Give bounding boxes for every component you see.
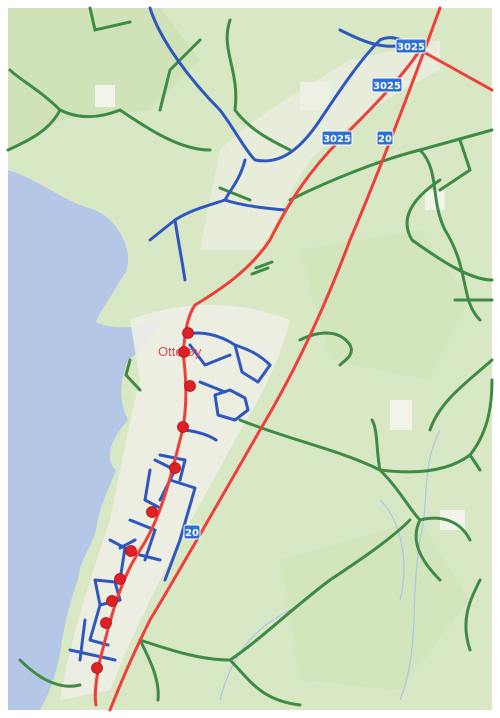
route-shield-label: 3025 xyxy=(397,42,425,53)
route-shield-label: 20 xyxy=(378,134,392,145)
stop-marker[interactable] xyxy=(91,662,103,674)
trail xyxy=(238,378,494,474)
stream xyxy=(399,429,441,701)
land-patch xyxy=(280,520,470,690)
stop-marker[interactable] xyxy=(178,346,190,358)
main-road-east xyxy=(418,48,494,92)
stream xyxy=(379,499,405,601)
local-road xyxy=(118,538,137,550)
local-road xyxy=(188,343,232,367)
stop-marker[interactable] xyxy=(182,327,194,339)
local-road xyxy=(148,6,412,163)
field xyxy=(95,85,115,107)
trail xyxy=(254,260,274,270)
route-shield-3025: 3025 xyxy=(371,77,403,93)
route-shield-20: 20 xyxy=(376,130,394,146)
local-road xyxy=(128,518,157,562)
trail xyxy=(405,178,494,282)
trail xyxy=(138,518,412,662)
local-road xyxy=(148,218,177,242)
local-road xyxy=(138,553,162,562)
local-road xyxy=(223,198,287,212)
trail xyxy=(228,658,302,707)
stop-marker[interactable] xyxy=(184,380,196,392)
local-road xyxy=(183,428,218,442)
route-shield-label: 3025 xyxy=(323,134,351,145)
route-shield-bg xyxy=(183,524,201,540)
route-shield-20: 20 xyxy=(183,524,201,540)
stop-marker[interactable] xyxy=(114,573,126,585)
route-shield-3025: 3025 xyxy=(321,130,353,146)
stop-marker[interactable] xyxy=(146,506,158,518)
local-road xyxy=(93,578,122,607)
trail xyxy=(218,186,252,202)
trail xyxy=(158,38,202,112)
route-shield-label: 3025 xyxy=(373,81,401,92)
trail xyxy=(438,138,472,192)
route-shield-bg xyxy=(371,77,403,93)
water-body xyxy=(8,170,160,710)
local-road xyxy=(158,453,187,482)
trail xyxy=(468,453,482,472)
stop-marker[interactable] xyxy=(106,595,118,607)
trail xyxy=(250,266,270,276)
local-road-network xyxy=(68,6,412,662)
route-shield-bg xyxy=(395,38,427,54)
stop-markers xyxy=(91,327,196,674)
trail xyxy=(464,578,482,652)
local-road xyxy=(173,158,247,282)
trail xyxy=(88,6,132,32)
stop-marker[interactable] xyxy=(169,462,181,474)
stream xyxy=(219,609,291,701)
local-road xyxy=(68,648,117,662)
trail xyxy=(370,418,382,472)
trail xyxy=(288,128,494,202)
trail xyxy=(124,358,142,392)
field xyxy=(300,82,330,110)
trail-network xyxy=(6,6,494,707)
route-shield-bg xyxy=(376,130,394,146)
trail xyxy=(6,107,212,152)
local-road xyxy=(108,538,127,582)
trail xyxy=(414,518,442,582)
local-road xyxy=(88,603,110,647)
main-road-rv20 xyxy=(108,6,442,712)
trail xyxy=(138,638,160,702)
land-patch xyxy=(300,230,470,380)
field xyxy=(390,400,412,430)
stop-marker[interactable] xyxy=(125,545,137,557)
stop-marker[interactable] xyxy=(100,617,112,629)
trail xyxy=(225,18,292,152)
trail xyxy=(8,68,62,112)
local-road xyxy=(198,380,227,394)
route-shield-label: 20 xyxy=(185,528,199,539)
stop-marker[interactable] xyxy=(177,421,189,433)
trail xyxy=(18,658,82,688)
local-road xyxy=(213,388,250,422)
route-shield-bg xyxy=(321,130,353,146)
trail xyxy=(298,331,353,367)
local-road xyxy=(143,468,162,510)
local-road xyxy=(233,343,272,384)
trail xyxy=(428,358,494,432)
route-shield-3025: 3025 xyxy=(395,38,427,54)
local-road xyxy=(163,478,197,582)
